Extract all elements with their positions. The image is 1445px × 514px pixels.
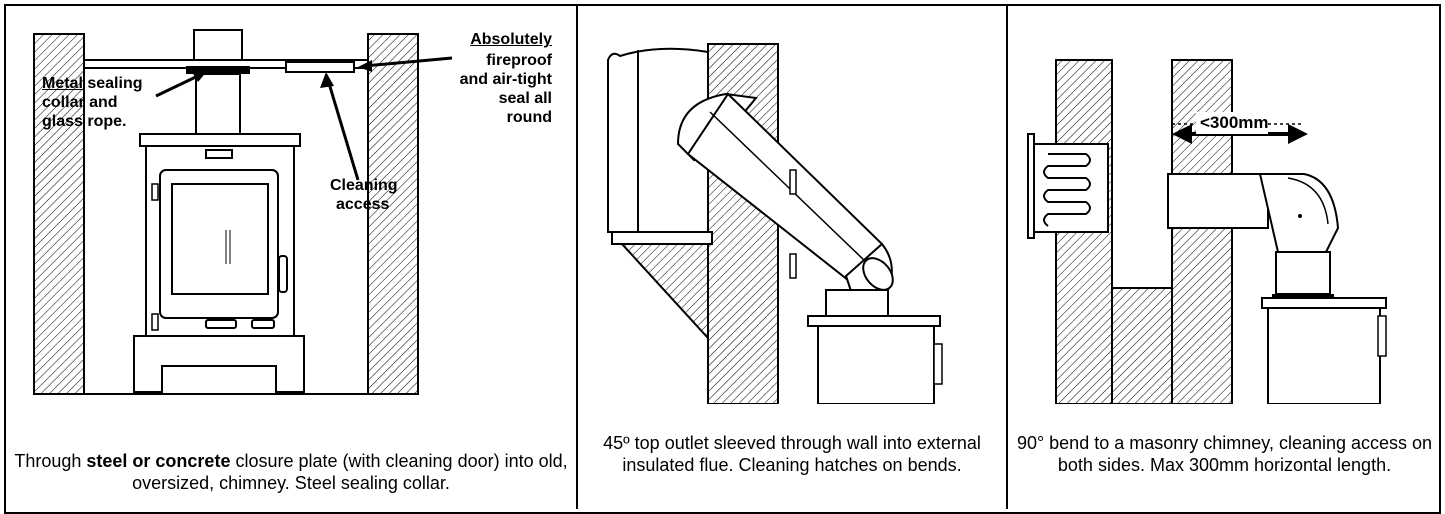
- panel-closure-plate: Metal sealing collar and glass rope. Abs…: [6, 4, 576, 509]
- metal-collar-label-line3: glass rope.: [42, 113, 127, 130]
- metal-collar-label: Metal sealing: [42, 75, 143, 92]
- cleaning-hatch: [1033, 143, 1109, 233]
- stove-base: [133, 335, 305, 393]
- divider-1: [576, 4, 578, 509]
- fireproof-label-line1: Absolutely: [470, 31, 552, 48]
- chimney-wall-right: [1171, 59, 1233, 404]
- stove-top: [807, 315, 941, 327]
- cleaning-access-label-line1: Cleaning: [330, 177, 398, 194]
- fireproof-label-line4: seal all: [498, 90, 552, 107]
- 90-degree-bend: [1258, 173, 1340, 253]
- fireproof-label-line5: round: [506, 109, 552, 126]
- caption-90-bend: 90° bend to a masonry chimney, cleaning …: [1016, 433, 1433, 475]
- panel-45-outlet: 45º top outlet sleeved through wall into…: [578, 4, 1006, 509]
- cleaning-access-label-line2: access: [336, 196, 390, 213]
- max-length-label: <300mm: [1200, 113, 1269, 132]
- external-flue: [607, 47, 709, 233]
- stove-top: [1261, 297, 1387, 309]
- metal-collar-label-line2: collar and: [42, 94, 118, 111]
- stove-body: [1267, 307, 1381, 404]
- fireproof-label-line2: fireproof: [486, 52, 552, 69]
- vertical-flue: [1275, 251, 1331, 295]
- horizontal-flue: [1167, 173, 1269, 229]
- divider-2: [1006, 4, 1008, 509]
- chimney-infill: [1111, 287, 1173, 404]
- flue-above: [193, 29, 243, 61]
- caption-closure-plate: Through steel or concrete closure plate …: [14, 451, 568, 493]
- stove-window: [171, 183, 269, 295]
- cleaning-door: [285, 61, 355, 73]
- sealing-collar: [186, 66, 250, 74]
- 45-outlet-diagram: [607, 43, 943, 404]
- closure-plate-diagram: [33, 29, 453, 395]
- caption-45-outlet: 45º top outlet sleeved through wall into…: [603, 433, 981, 475]
- stove-top: [139, 133, 301, 147]
- left-chimney-wall: [33, 33, 85, 395]
- right-chimney-wall: [367, 33, 419, 395]
- stove-body: [817, 325, 935, 404]
- panel-90-bend: <300mm 90° bend to a masonry chimney, cl…: [1008, 4, 1441, 509]
- flue-pipe: [195, 73, 241, 135]
- 90-bend-diagram: [1027, 59, 1387, 404]
- fireproof-label-line3: and air-tight: [459, 71, 552, 88]
